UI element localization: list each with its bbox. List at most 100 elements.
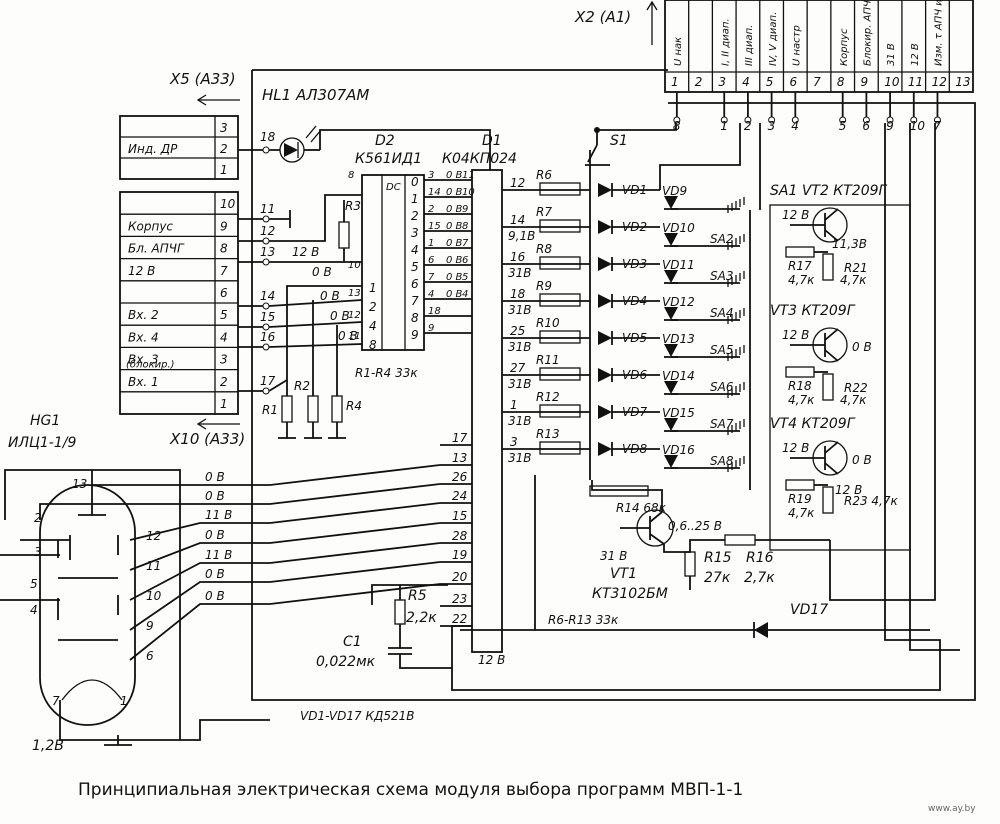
vt-1-rr: R22 bbox=[844, 381, 868, 395]
d2-left-pin-8: 8 bbox=[348, 170, 354, 181]
d2-out-7: 7 bbox=[411, 294, 419, 308]
x2-wire-pin-3: 3 bbox=[768, 119, 776, 133]
x2-wire-pin-2: 2 bbox=[744, 119, 752, 133]
x10-row-name-7: Вх. 3 bbox=[128, 353, 159, 367]
x2-wire-pin-9: 9 bbox=[886, 119, 894, 133]
x2-pin-6: 6 bbox=[789, 75, 797, 89]
x10-node-15: 15 bbox=[260, 310, 275, 324]
vt1-volt: 0,6..25 В bbox=[668, 519, 722, 533]
x2-pin-8: 8 bbox=[837, 75, 845, 89]
vt-0-rl: R17 bbox=[788, 259, 812, 273]
d2-out-4: 4 bbox=[411, 243, 419, 257]
chain-ref-R12: R12 bbox=[536, 390, 560, 404]
vt-2-rl: R19 bbox=[788, 492, 812, 506]
d2-0v-c: 0 В bbox=[330, 309, 350, 323]
chain-pin-18: 18 bbox=[510, 287, 526, 301]
hg1-bus-volt-2: 11 В bbox=[205, 508, 232, 522]
vt-0-rr-val: 4,7к bbox=[840, 273, 867, 287]
x2-wire-pin-1: 1 bbox=[720, 119, 728, 133]
d2-bus-volt-5: 0 В bbox=[446, 255, 463, 266]
x2-signal-9: Изм. τ АПЧ и Ф bbox=[934, 0, 945, 66]
hg1-bus-volt-5: 0 В bbox=[205, 567, 225, 581]
d2-bus-pin-2: 2 bbox=[428, 204, 434, 215]
x10-pin-1: 1 bbox=[220, 397, 228, 411]
d2-in-2: 2 bbox=[369, 300, 377, 314]
chain-volt-2: 31В bbox=[508, 266, 532, 280]
chain-pin-25: 25 bbox=[510, 324, 525, 338]
x10-row-name-6: Вх. 4 bbox=[128, 330, 159, 344]
x10-pin-8: 8 bbox=[220, 242, 228, 256]
chain-volt-7: 31В bbox=[508, 451, 532, 465]
d2-bus-pin-3: 15 bbox=[428, 221, 441, 232]
chain-volt-6: 31В bbox=[508, 414, 532, 428]
vt1-31v: 31 В bbox=[600, 549, 627, 563]
hg1-pin-1: 1 bbox=[120, 694, 128, 708]
hg1-bus-volt-6: 0 В bbox=[205, 589, 225, 603]
d2-in-1: 1 bbox=[369, 281, 377, 295]
r3-label: R3 bbox=[345, 199, 361, 213]
hg1-pin-6: 6 bbox=[146, 649, 154, 663]
x10-pin-2: 2 bbox=[220, 375, 228, 389]
d2-left-pin-13: 13 bbox=[348, 288, 361, 299]
vd17-diode: VD17 R6-R13 33к bbox=[460, 602, 930, 638]
switch-SA2: SA2 bbox=[710, 232, 733, 246]
vt-1-rr-val: 4,7к bbox=[840, 393, 867, 407]
x10-pin-4: 4 bbox=[220, 330, 228, 344]
hg1-pin-4: 4 bbox=[30, 603, 38, 617]
x2-signal-4: U настр bbox=[791, 25, 802, 66]
x2-label: X2 (A1) bbox=[574, 8, 631, 26]
d1-top-pin-4: 7 bbox=[462, 238, 469, 249]
hg1-pin-7: 7 bbox=[52, 694, 60, 708]
x2-pin-11: 11 bbox=[908, 75, 923, 89]
hg1-pin-5: 5 bbox=[30, 577, 38, 591]
x2-signal-3: IV, V диап. bbox=[768, 12, 779, 66]
vt-0-ref: SA1 VT2 КТ209Г bbox=[770, 183, 888, 199]
x10-row-name-8: Вх. 1 bbox=[128, 375, 159, 389]
c1-value: 0,022мк bbox=[316, 654, 376, 670]
diode-VD3: VD3 bbox=[622, 257, 647, 271]
d1-top-pin-7: 4 bbox=[462, 289, 468, 300]
hg1-bus-volt-0: 0 В bbox=[205, 470, 225, 484]
chain-volt-4: 31В bbox=[508, 340, 532, 354]
chain-ref-R11: R11 bbox=[536, 353, 560, 367]
d2-bus-volt-6: 0 В bbox=[446, 272, 463, 283]
d2-bus-pin-5: 6 bbox=[428, 255, 434, 266]
x5-pin-1: 1 bbox=[220, 163, 228, 177]
r4-label: R4 bbox=[346, 399, 362, 413]
x2-signal-0: U нак bbox=[673, 37, 684, 66]
d2-out-0: 0 bbox=[411, 175, 419, 189]
hg1-type: ИЛЦ1-1/9 bbox=[8, 435, 76, 451]
d2-out-2: 2 bbox=[411, 209, 419, 223]
chain-ref-R6: R6 bbox=[536, 168, 552, 182]
chain-pin-1: 1 bbox=[510, 398, 518, 412]
x2-signal-7: 31 В bbox=[886, 43, 897, 66]
vt-0-12v: 12 В bbox=[782, 208, 809, 222]
d1-top-pin-5: 6 bbox=[462, 255, 468, 266]
x2-pin-4: 4 bbox=[742, 75, 750, 89]
switch-SA7: SA7 bbox=[710, 417, 734, 431]
hl1-led: HL1 АЛ307АМ 18 bbox=[238, 86, 491, 170]
hg1-pin-13: 13 bbox=[72, 477, 87, 491]
d1-pin-20: 20 bbox=[452, 570, 468, 584]
switch-SA3: SA3 bbox=[710, 269, 733, 283]
vt-0-volt: 11,3В bbox=[832, 237, 867, 251]
x10-node-12: 12 bbox=[260, 224, 275, 238]
x2-pin-7: 7 bbox=[813, 75, 821, 89]
r5-value: 2,2к bbox=[406, 610, 437, 626]
x2-signal-2: III диап. bbox=[744, 25, 755, 66]
vt-1-volt: 0 В bbox=[852, 340, 872, 354]
vt-2-ref: VT4 КТ209Г bbox=[770, 416, 856, 432]
x10-pin-3: 3 bbox=[220, 353, 228, 367]
d2-bus-pin-1: 14 bbox=[428, 187, 441, 198]
d2-out-9: 9 bbox=[411, 328, 419, 342]
d2-out-3: 3 bbox=[411, 226, 419, 240]
x2-wire-pin-7: 7 bbox=[933, 119, 941, 133]
x2-signal-1: I, II диап. bbox=[720, 18, 731, 66]
vt-2-volt: 0 В bbox=[852, 453, 872, 467]
diode-VD5: VD5 bbox=[622, 331, 647, 345]
